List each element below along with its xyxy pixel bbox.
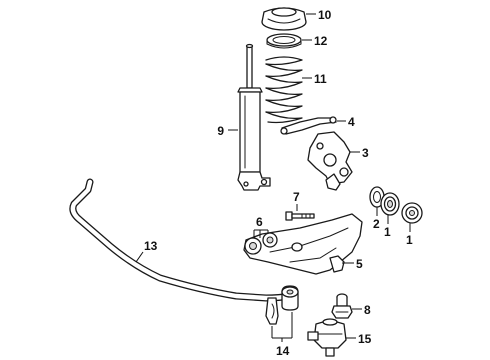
svg-text:1: 1 <box>384 225 391 239</box>
ball-joint <box>331 293 353 319</box>
steering-knuckle <box>307 131 353 191</box>
lower-control-arm <box>243 213 363 275</box>
callout-8: 8 <box>352 303 371 317</box>
stabilizer-bar <box>69 178 296 302</box>
spring-insulator <box>266 33 302 49</box>
stabilizer-bracket <box>265 297 279 325</box>
svg-text:9: 9 <box>217 124 224 138</box>
upper-link <box>280 116 337 135</box>
callout-11: 11 <box>302 72 327 86</box>
shock-absorber <box>237 43 271 191</box>
callout-7: 7 <box>293 190 300 211</box>
callout-12: 12 <box>302 34 328 48</box>
svg-text:5: 5 <box>356 257 363 271</box>
callout-14: 14 <box>271 312 293 358</box>
wheel-bearing-inner <box>380 192 400 216</box>
svg-text:14: 14 <box>276 344 290 358</box>
svg-text:8: 8 <box>364 303 371 317</box>
svg-text:7: 7 <box>293 190 300 204</box>
svg-text:4: 4 <box>348 115 355 129</box>
svg-text:11: 11 <box>314 72 327 86</box>
tie-rod-end <box>307 318 347 357</box>
svg-text:15: 15 <box>358 332 372 346</box>
svg-text:1: 1 <box>406 233 413 247</box>
callout-5: 5 <box>342 257 363 271</box>
upper-strut-mount <box>261 7 307 31</box>
callout-2: 2 <box>373 207 380 231</box>
callout-10: 10 <box>306 8 332 22</box>
callout-15: 15 <box>346 332 372 346</box>
coil-spring <box>265 56 303 124</box>
svg-text:10: 10 <box>318 8 332 22</box>
pivot-bolt <box>285 211 315 221</box>
callout-9: 9 <box>217 124 238 138</box>
callout-1a: 1 <box>384 215 391 239</box>
callout-6: 6 <box>253 215 269 238</box>
svg-text:12: 12 <box>314 34 328 48</box>
wheel-bearing-outer <box>401 202 423 224</box>
callout-13: 13 <box>135 239 158 263</box>
svg-text:6: 6 <box>256 215 263 229</box>
svg-text:2: 2 <box>373 217 380 231</box>
svg-text:3: 3 <box>362 146 369 160</box>
callout-1b: 1 <box>406 223 413 247</box>
stabilizer-bushing <box>281 285 299 311</box>
svg-text:13: 13 <box>144 239 158 253</box>
callout-4: 4 <box>337 115 355 129</box>
callout-3: 3 <box>350 146 369 160</box>
